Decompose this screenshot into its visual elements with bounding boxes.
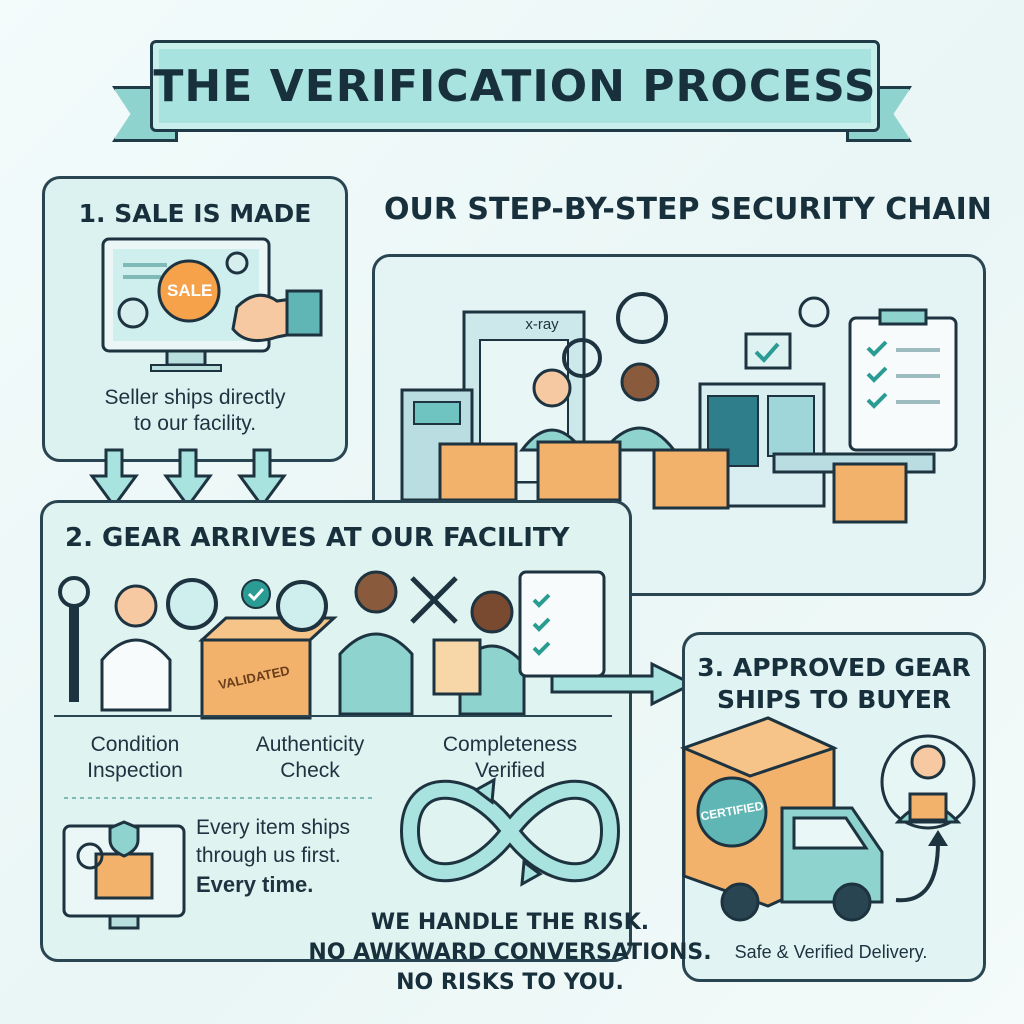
note-line2: through us first.	[196, 844, 341, 867]
check-authenticity-line2: Check	[280, 759, 340, 782]
subtitle: OUR STEP-BY-STEP SECURITY CHAIN	[384, 192, 992, 227]
infinity-loop-icon	[399, 777, 621, 887]
check-condition-line2: Inspection	[87, 759, 183, 782]
check-completeness-line2: Verified	[474, 759, 546, 782]
check-condition-line1: Condition	[90, 733, 180, 756]
step3-heading-line2: SHIPS TO BUYER	[716, 685, 952, 714]
step1-description-line1: Seller ships directly	[104, 386, 286, 409]
step1-heading: 1. SALE IS MADE	[78, 199, 312, 228]
arrow-to-step3	[550, 661, 696, 707]
dotted-divider	[64, 797, 374, 799]
sale-monitor-illustration	[101, 237, 323, 372]
step1-panel: 1. SALE IS MADE SALE Seller ships direct…	[42, 176, 348, 462]
sale-badge: SALE	[167, 281, 213, 300]
step3-caption: Safe & Verified Delivery.	[734, 942, 928, 962]
title-banner: THE VERIFICATION PROCESS	[150, 40, 880, 132]
xray-label: x-ray	[525, 316, 559, 333]
step1-description-line2: to our facility.	[133, 412, 257, 435]
down-arrows	[89, 448, 287, 509]
bottom-message-line2: NO AWKWARD CONVERSATIONS.	[308, 940, 712, 965]
check-completeness-line1: Completeness	[442, 733, 578, 756]
bottom-message-line1: WE HANDLE THE RISK.	[370, 910, 650, 935]
delivery-illustration	[679, 716, 976, 922]
note-line1: Every item ships	[196, 816, 351, 839]
note-line3: Every time.	[196, 872, 314, 897]
step2-heading: 2. GEAR ARRIVES AT OUR FACILITY	[65, 523, 570, 553]
bottom-message-line3: NO RISKS TO YOU.	[396, 970, 624, 995]
step3-heading-line1: 3. APPROVED GEAR	[697, 653, 971, 682]
inspection-illustration	[54, 570, 612, 720]
shipping-monitor-icon	[62, 820, 186, 930]
page-title: THE VERIFICATION PROCESS	[153, 60, 877, 112]
facility-scene-illustration	[400, 292, 958, 524]
check-authenticity-line1: Authenticity	[255, 733, 365, 756]
